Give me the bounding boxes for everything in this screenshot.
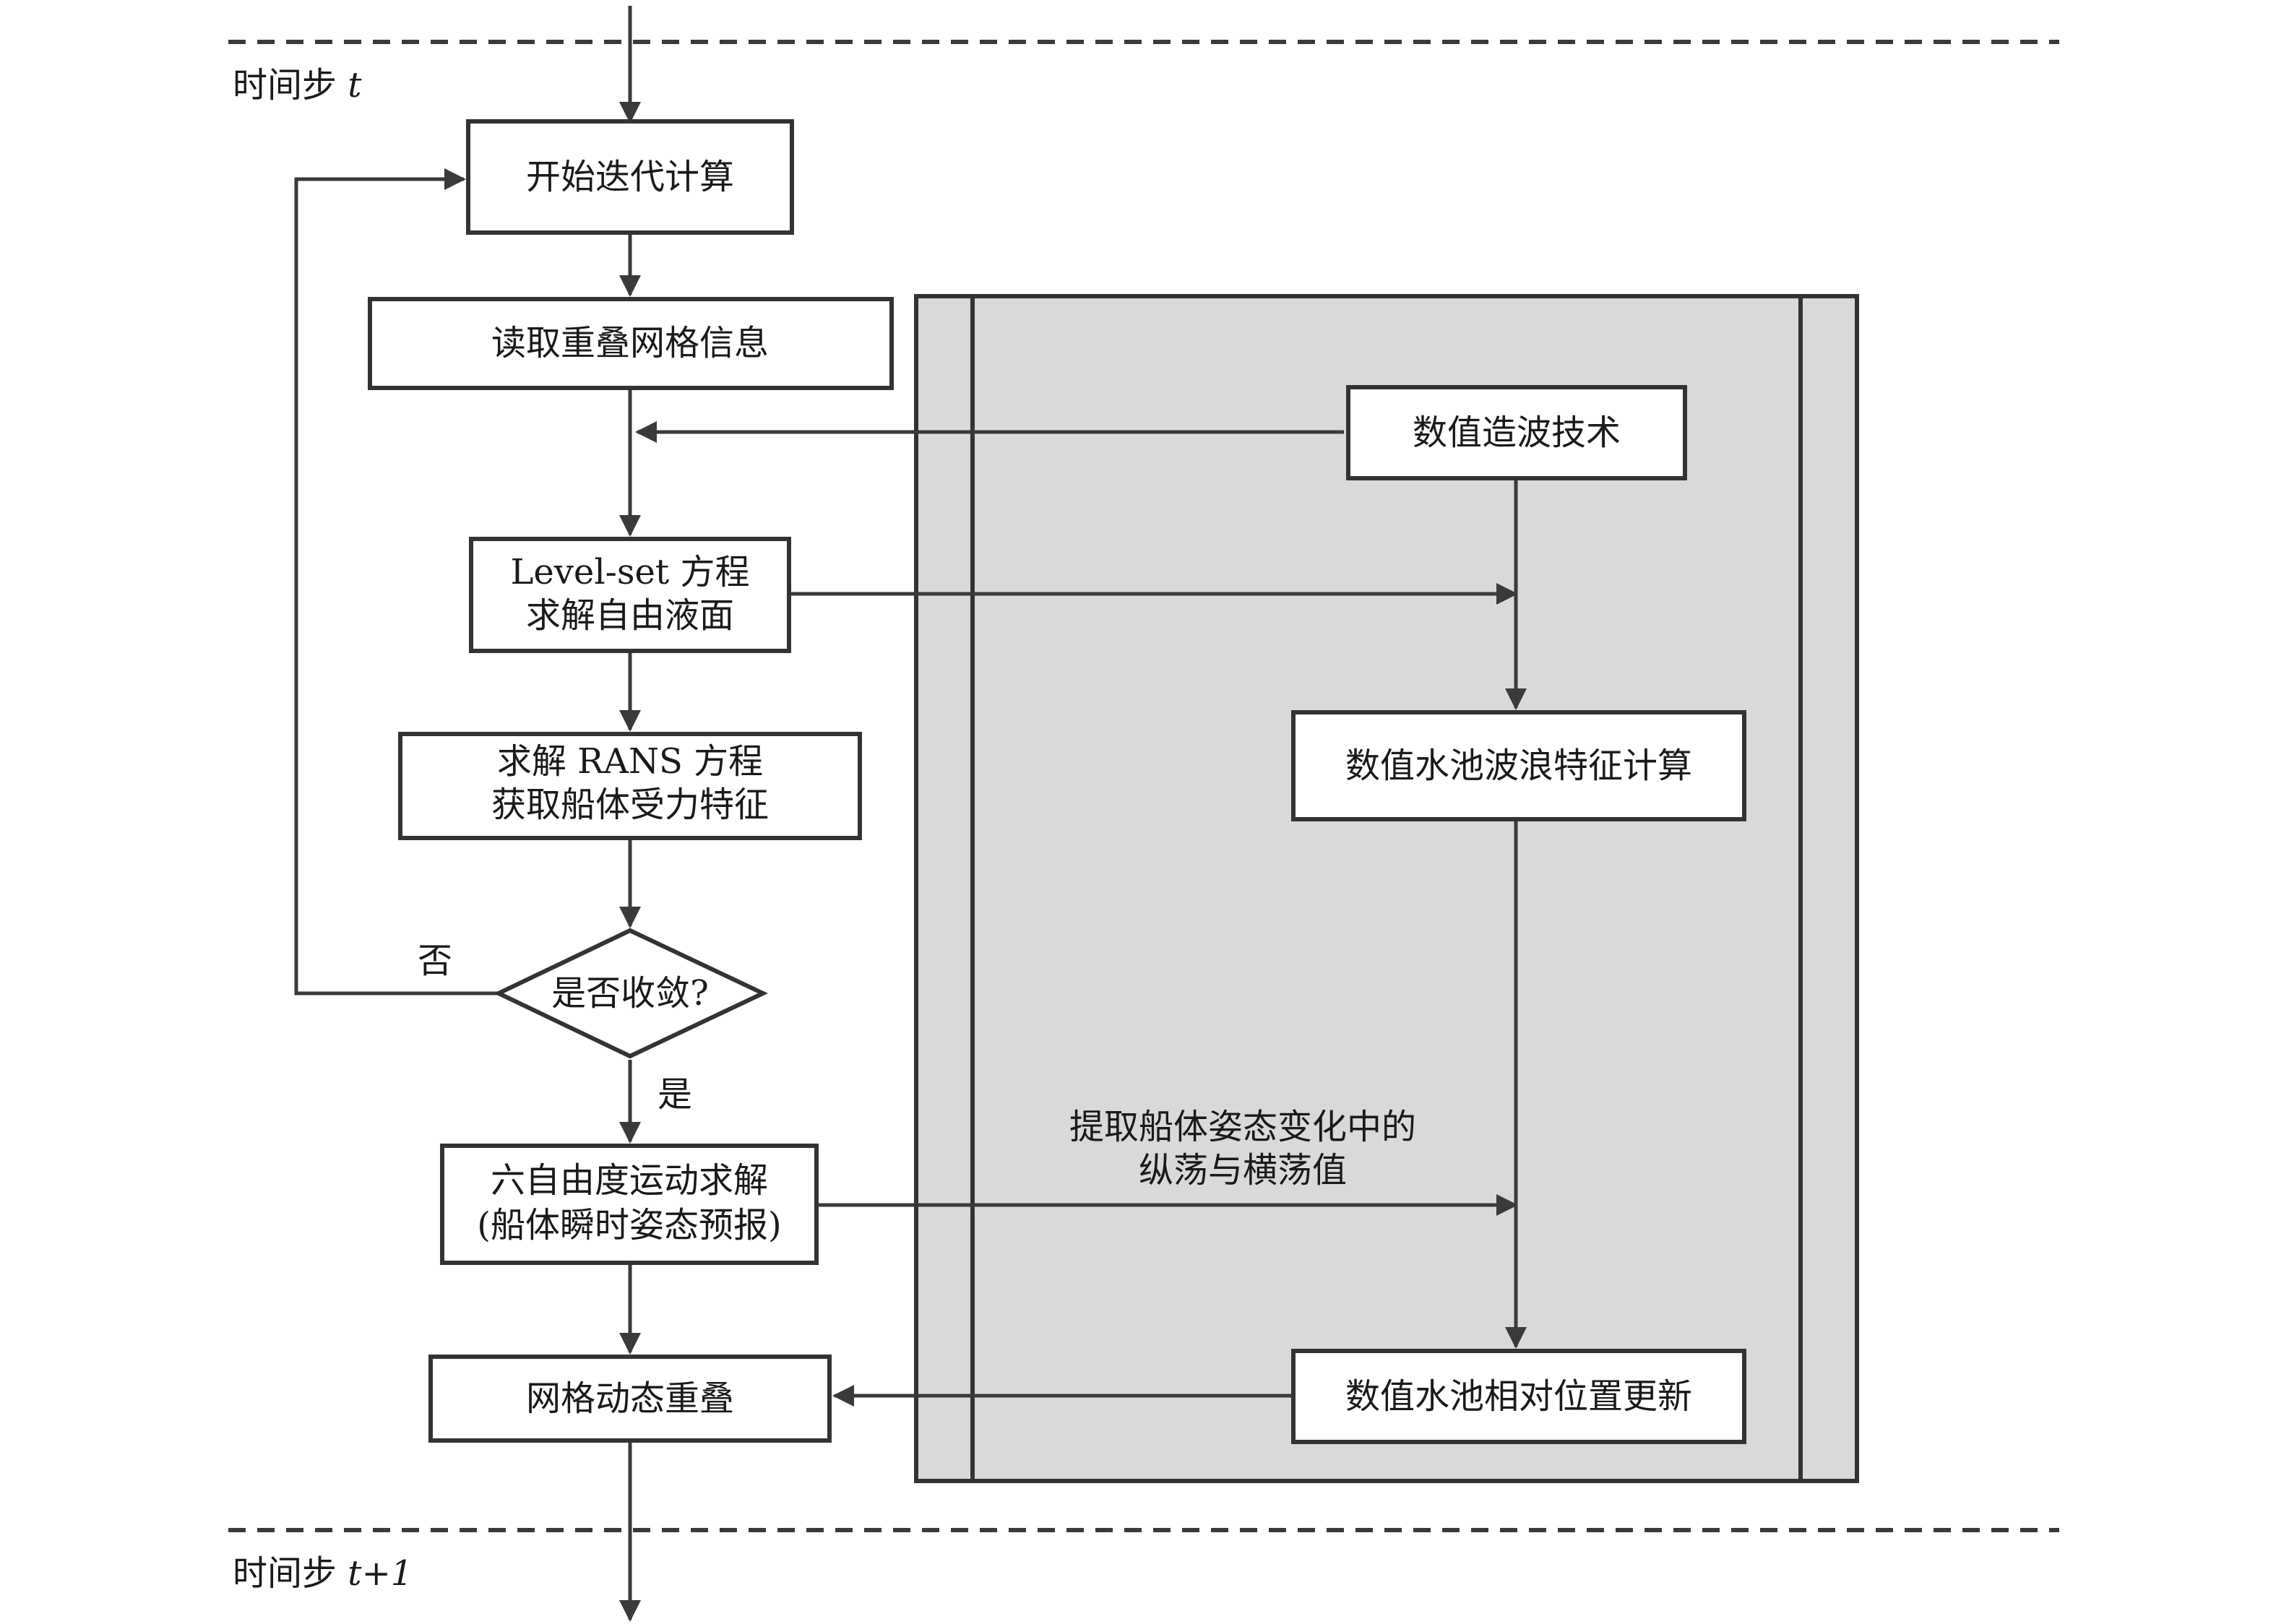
converge-decision <box>493 928 769 1059</box>
start-iteration-box <box>466 119 794 235</box>
read-grid-label: 读取重叠网格信息 <box>491 323 769 363</box>
no-label: 否 <box>418 941 452 981</box>
arrow-decision-no-loop <box>294 168 499 995</box>
wave-making-box <box>1346 385 1687 480</box>
time-step-top-label: 时间步 t <box>233 65 362 105</box>
sixdof-label-line2: (船体瞬时姿态预报) <box>477 1205 781 1245</box>
levelset-box <box>469 537 791 653</box>
pool-update-box <box>1291 1349 1746 1444</box>
grid-overlap-box <box>428 1355 832 1443</box>
pool-update-label: 数值水池相对位置更新 <box>1345 1376 1692 1417</box>
converge-label: 是否收敛? <box>551 973 709 1014</box>
start-iteration-label: 开始迭代计算 <box>526 157 734 197</box>
wave-pool-panel <box>914 294 1859 1483</box>
wave-features-label: 数值水池波浪特征计算 <box>1345 746 1692 786</box>
wave-making-label: 数值造波技术 <box>1413 413 1621 453</box>
levelset-label-line2: 求解自由液面 <box>526 595 734 636</box>
time-step-bottom-label: 时间步 t+1 <box>233 1553 413 1594</box>
sixdof-box <box>440 1144 819 1265</box>
rans-box <box>398 732 862 840</box>
wave-features-box <box>1291 710 1746 821</box>
extract-label-line2: 纵荡与横荡值 <box>1139 1150 1347 1191</box>
extract-label-line1: 提取船体姿态变化中的 <box>1069 1107 1416 1147</box>
read-grid-box <box>368 297 894 390</box>
levelset-label-line1: Level-set 方程 <box>511 552 750 592</box>
sixdof-label-line1: 六自由度运动求解 <box>491 1160 768 1201</box>
yes-label: 是 <box>658 1074 692 1115</box>
rans-label-line1: 求解 RANS 方程 <box>497 741 763 782</box>
rans-label-line2: 获取船体受力特征 <box>491 785 769 825</box>
grid-overlap-label: 网格动态重叠 <box>526 1378 734 1419</box>
